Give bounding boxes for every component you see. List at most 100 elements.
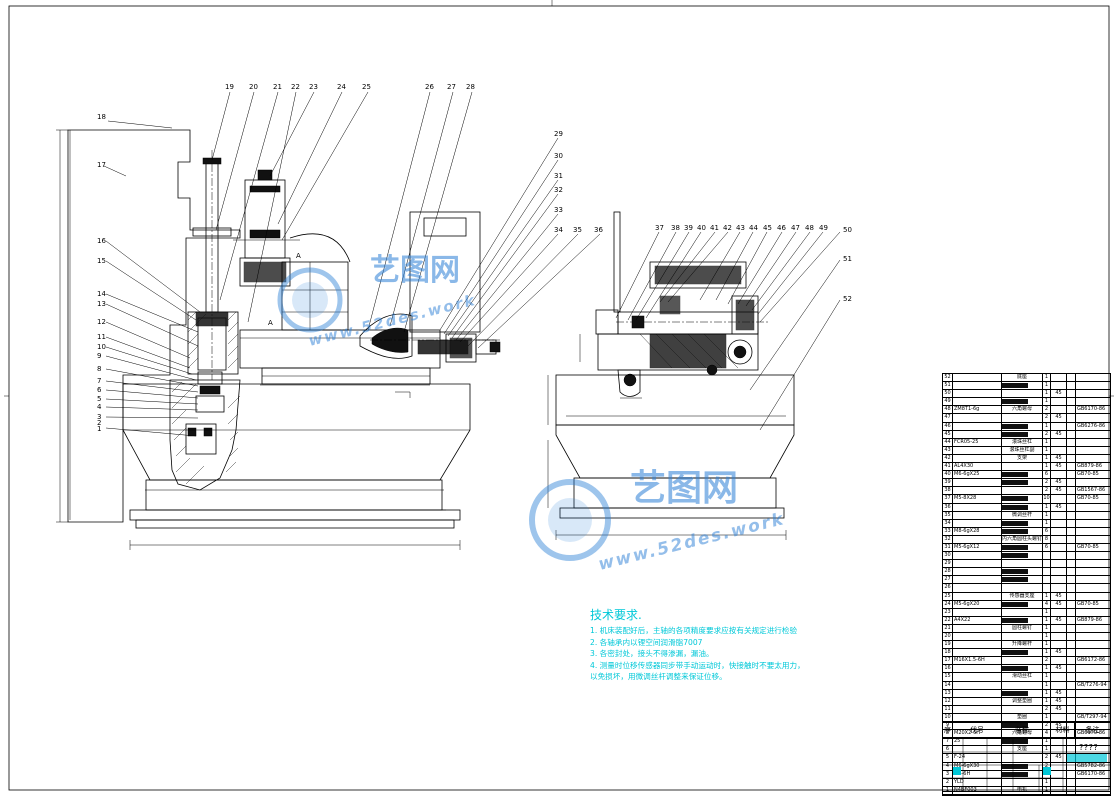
bom-cell-m — [1051, 535, 1067, 543]
bom-cell-code — [953, 584, 1002, 592]
bom-cell-n: 40 — [943, 471, 953, 479]
bom-cell-q: 1 — [1043, 778, 1051, 786]
bom-cell-w — [1067, 568, 1076, 576]
bom-cell-code — [953, 519, 1002, 527]
part-label: 25 — [362, 83, 371, 91]
bom-row: 28 — [943, 568, 1110, 577]
tech-line: 2. 各轴承内以锂空间润滑脂7007 — [590, 637, 703, 647]
bom-cell-n: 44 — [943, 438, 953, 446]
bom-cell-note — [1076, 414, 1110, 421]
bom-cell-w — [1067, 438, 1076, 446]
bom-cell-code — [953, 552, 1002, 560]
bom-cell-code — [953, 697, 1002, 705]
bom-cell-name: 支架 — [1002, 454, 1043, 463]
bom-cell-w — [1067, 665, 1076, 673]
part-label: 40 — [697, 224, 706, 232]
bom-cell-note — [1076, 641, 1110, 648]
part-label: 19 — [225, 83, 234, 91]
part-label: 5 — [97, 395, 101, 403]
bom-cell-name: 调整垫圈 — [1002, 697, 1043, 705]
bom-cell-name — [1002, 754, 1043, 762]
bom-cell-n: 52 — [943, 374, 953, 382]
bom-cell-m — [1051, 382, 1067, 390]
bom-cell-m — [1051, 576, 1067, 584]
bom-cell-name — [1002, 430, 1043, 438]
bom-cell-q: 1 — [1043, 641, 1051, 649]
redacted-block — [1002, 399, 1028, 405]
bom-cell-name — [1002, 681, 1043, 689]
bom-cell-w — [1067, 576, 1076, 584]
bom-row: 27 — [943, 576, 1110, 585]
bom-cell-q: 1 — [1043, 713, 1051, 722]
bom-cell-code — [953, 568, 1002, 576]
bom-cell-w — [1067, 560, 1076, 568]
bom-cell-n: 5 — [943, 754, 953, 762]
bom-cell-name — [1002, 778, 1043, 786]
bom-cell-w — [1067, 616, 1076, 624]
bom-cell-m — [1051, 770, 1067, 778]
bom-row: 30 — [943, 552, 1110, 561]
part-label: 14 — [97, 290, 106, 298]
bom-cell-note — [1076, 504, 1110, 511]
bom-cell-n: 33 — [943, 527, 953, 535]
bom-cell-name: 圆柱螺钉 — [1002, 624, 1043, 632]
title-block-grid — [943, 739, 1110, 791]
part-label: 38 — [671, 224, 680, 232]
bom-cell-n: 32 — [943, 535, 953, 543]
redacted-block — [1002, 472, 1028, 478]
bom-cell-m — [1051, 762, 1067, 770]
part-label: 17 — [97, 161, 106, 169]
bom-cell-m: 45 — [1051, 616, 1067, 624]
redacted-block — [1002, 520, 1028, 526]
svg-text:A: A — [296, 252, 301, 260]
bom-cell-name: 垫圈 — [1002, 713, 1043, 722]
redacted-block — [1002, 739, 1028, 745]
bom-cell-m — [1051, 527, 1067, 535]
bom-header-qty — [1043, 723, 1051, 737]
bom-cell-name — [1002, 390, 1043, 398]
bom-cell-note — [1076, 690, 1110, 697]
bom-cell-m — [1051, 713, 1067, 722]
bom-cell-w — [1067, 624, 1076, 632]
bom-cell-w — [1067, 705, 1076, 713]
bom-cell-code: M5-8X28 — [953, 495, 1002, 503]
bom-cell-m — [1051, 657, 1067, 665]
part-label: 42 — [723, 224, 732, 232]
bom-cell-name — [1002, 762, 1043, 770]
bom-cell-n: 6 — [943, 746, 953, 754]
bom-cell-note — [1076, 706, 1110, 713]
part-label: 29 — [554, 130, 563, 138]
redacted-block — [1002, 666, 1028, 672]
bom-cell-code — [953, 705, 1002, 713]
bom-row: 26 — [943, 584, 1110, 593]
bom-cell-w — [1067, 738, 1076, 746]
part-label: 31 — [554, 172, 563, 180]
part-labels-top: 19 20 21 22 23 24 25 26 27 28 — [225, 83, 475, 91]
redacted-block — [1002, 528, 1028, 534]
bom-cell-n: 13 — [943, 689, 953, 697]
bom-cell-w — [1067, 503, 1076, 511]
bom-cell-code — [953, 446, 1002, 454]
bom-cell-n: 36 — [943, 503, 953, 511]
bom-cell-w — [1067, 454, 1076, 463]
bom-cell-w — [1067, 430, 1076, 438]
bom-cell-m — [1051, 641, 1067, 649]
bom-cell-code — [953, 487, 1002, 495]
bom-cell-name: 微调丝杆 — [1002, 511, 1043, 519]
bom-cell-note: GB70-85 — [1077, 600, 1099, 607]
bom-cell-w — [1067, 730, 1076, 738]
bom-cell-m: 45 — [1051, 503, 1067, 511]
bom-cell-n: 1 — [943, 786, 953, 794]
bom-cell-w — [1067, 535, 1076, 543]
